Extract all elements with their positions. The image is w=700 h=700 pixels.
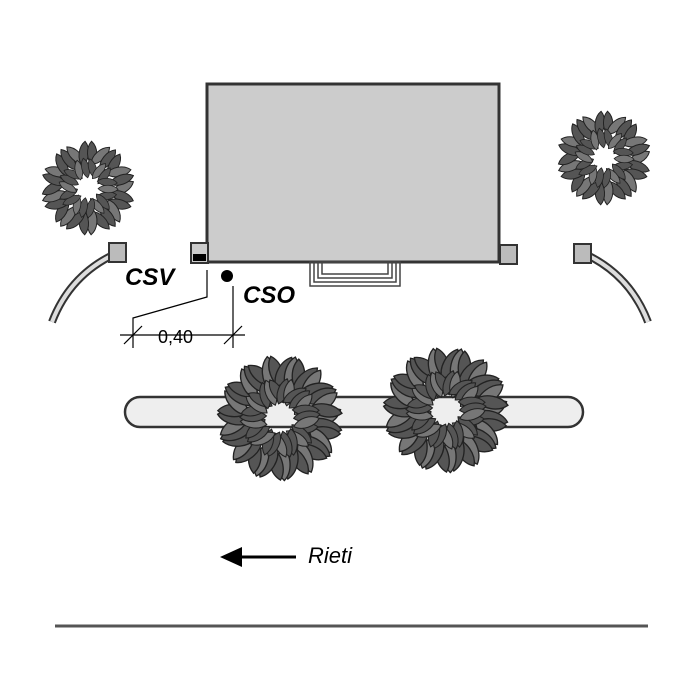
dimension-label: 0,40 <box>158 327 193 347</box>
entrance-steps <box>309 261 401 287</box>
planter-strip <box>123 395 585 429</box>
csv-box <box>190 242 209 264</box>
dimension-annotation <box>120 270 245 348</box>
cso-label: CSO <box>243 282 295 309</box>
shrub-icon-center-left <box>216 355 343 482</box>
building <box>205 82 501 264</box>
shrub-icon-right <box>557 110 651 206</box>
right-curved-wall <box>573 243 652 324</box>
csv-label: CSV <box>125 264 176 291</box>
direction-label: Rieti <box>308 543 353 568</box>
shrub-icon-center-right <box>382 347 509 474</box>
shrub-icon-left <box>41 140 135 236</box>
left-curved-wall <box>48 242 127 324</box>
cso-point <box>221 270 233 282</box>
arrow-left-icon <box>220 547 296 567</box>
bollard-building-right <box>499 244 518 265</box>
